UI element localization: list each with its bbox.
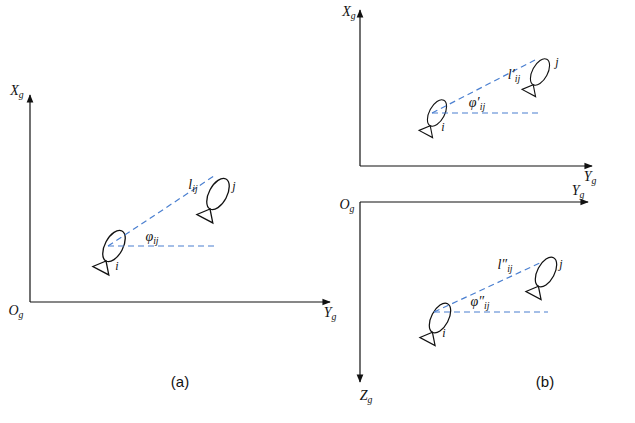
fish-label: j <box>559 258 562 270</box>
fish-label: j <box>555 56 558 68</box>
angle-label: φ′ij <box>469 96 485 111</box>
x-axis <box>359 10 360 166</box>
fish-label: i <box>115 260 118 272</box>
fish-symbol <box>93 227 130 275</box>
dashed-line <box>108 176 214 246</box>
angle-label: φij <box>145 230 158 245</box>
origin-label: Og <box>339 198 354 213</box>
distance-label: l′ij <box>508 68 520 83</box>
dashed-line <box>432 112 540 113</box>
origin-label: Og <box>8 304 23 319</box>
distance-label: l″ij <box>497 258 512 273</box>
dashed-line <box>432 60 535 113</box>
fish-label: i <box>441 121 444 133</box>
y-axis <box>30 301 330 302</box>
axis-label: Xg <box>342 5 355 20</box>
axis-label: Yg <box>572 184 585 199</box>
y-axis <box>360 165 592 166</box>
fish-symbol <box>526 254 561 300</box>
axis-label: Zg <box>360 389 373 404</box>
fish-symbol <box>420 300 455 346</box>
fish-symbol <box>419 97 450 138</box>
distance-label: lij <box>188 178 197 193</box>
angle-label: φ″ij <box>470 295 489 310</box>
axis-label: Yg <box>324 306 337 321</box>
z-axis <box>359 202 360 382</box>
panel-label: (b) <box>536 374 554 389</box>
dashed-line <box>434 311 548 312</box>
y-axis <box>360 201 588 202</box>
fish-symbol <box>522 56 553 97</box>
dashed-line <box>434 262 542 312</box>
panel-label: (a) <box>171 374 189 389</box>
fish-symbol <box>197 175 234 223</box>
fish-label: i <box>442 327 445 339</box>
fish-label: j <box>232 180 235 192</box>
axis-label: Yg <box>584 170 597 185</box>
dashed-line <box>108 245 215 246</box>
axis-label: Xg <box>10 84 23 99</box>
x-axis <box>29 95 30 302</box>
